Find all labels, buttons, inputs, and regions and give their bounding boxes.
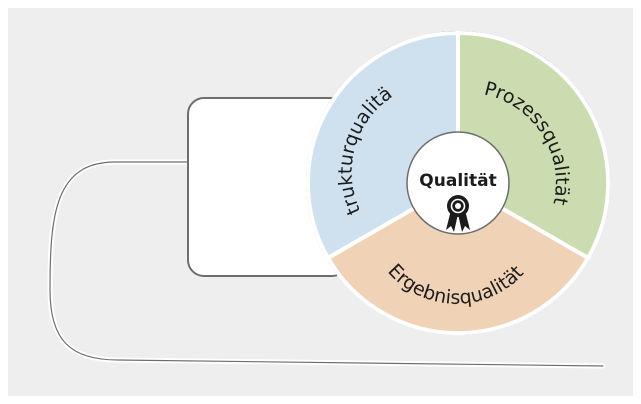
segment-ergebnisqualitaet [325, 180, 591, 336]
center-circle [406, 131, 510, 235]
cable-outline [49, 161, 604, 367]
center-label: Qualität [419, 171, 496, 191]
award-rosette-icon [446, 195, 470, 232]
